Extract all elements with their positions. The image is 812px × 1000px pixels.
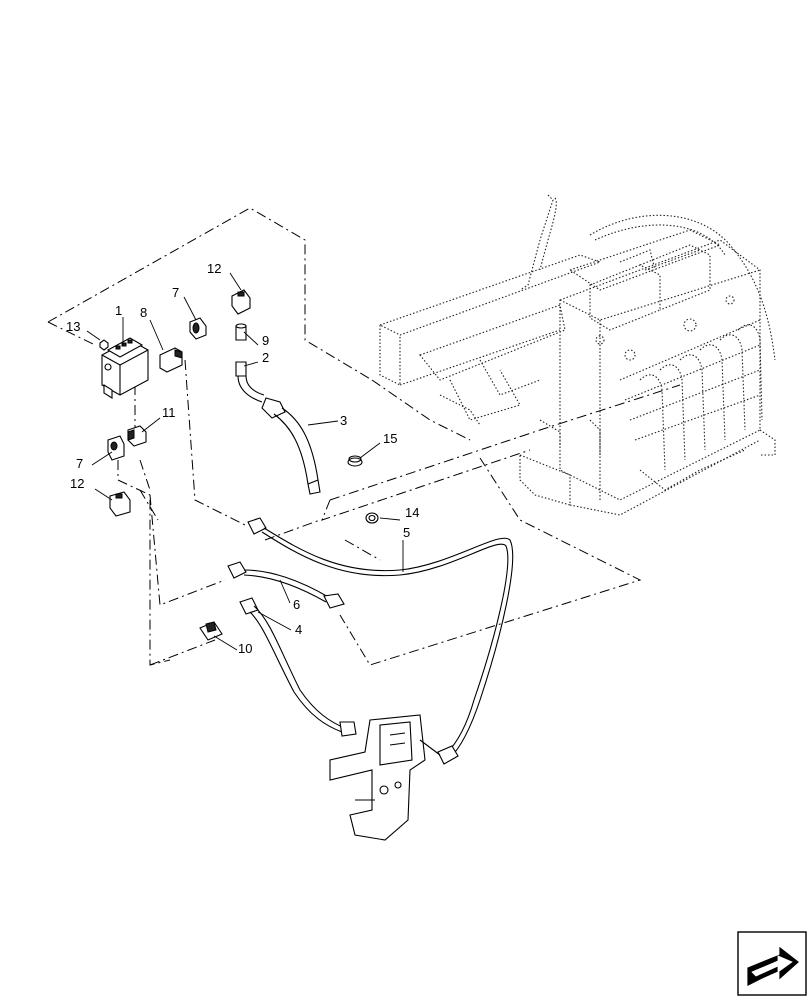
lower-valve-bracket xyxy=(329,714,441,841)
navigation-arrow-button[interactable] xyxy=(737,931,807,996)
callout-leaders xyxy=(86,272,404,651)
fitting-part-7-lower xyxy=(107,435,125,461)
clip-part-15 xyxy=(347,455,363,467)
adapter-part-9 xyxy=(235,323,247,341)
fitting-part-7-upper xyxy=(189,317,207,340)
callout-13: 13 xyxy=(66,319,80,334)
callout-12-lower: 12 xyxy=(70,476,84,491)
clip-part-14 xyxy=(365,512,379,524)
callout-14: 14 xyxy=(405,505,419,520)
callout-7-lower: 7 xyxy=(76,456,83,471)
arrow-icon xyxy=(747,946,799,986)
harness-part-4 xyxy=(239,597,357,737)
harness-part-5 xyxy=(247,517,514,765)
callout-7-upper: 7 xyxy=(172,285,179,300)
callout-8: 8 xyxy=(140,305,147,320)
sensor-part-10 xyxy=(199,621,223,641)
assembly-outline-lines xyxy=(47,207,681,666)
callout-1: 1 xyxy=(115,303,122,318)
pressure-switch-part-12-upper xyxy=(231,289,251,315)
connector-part-11 xyxy=(127,425,147,447)
harness-part-6 xyxy=(227,561,345,609)
nut-part-13 xyxy=(99,339,109,351)
callout-3: 3 xyxy=(340,413,347,428)
callout-15: 15 xyxy=(383,431,397,446)
callout-11: 11 xyxy=(162,405,176,420)
callout-6: 6 xyxy=(293,597,300,612)
callout-5: 5 xyxy=(403,525,410,540)
callout-4: 4 xyxy=(295,622,302,637)
callout-10: 10 xyxy=(238,641,252,656)
callout-12-upper: 12 xyxy=(207,261,221,276)
callout-labels: 1 2 3 4 5 6 7 7 8 9 10 11 12 12 13 14 15 xyxy=(66,261,419,656)
switch-assembly-part-1 xyxy=(101,337,149,399)
connector-part-8 xyxy=(159,347,183,373)
control-valve-assembly-background xyxy=(378,194,776,516)
pressure-switch-part-12-lower xyxy=(109,491,131,517)
callout-2: 2 xyxy=(262,350,269,365)
callout-9: 9 xyxy=(262,333,269,348)
elbow-fitting-part-2 xyxy=(235,361,265,403)
hose-part-3 xyxy=(261,397,321,495)
